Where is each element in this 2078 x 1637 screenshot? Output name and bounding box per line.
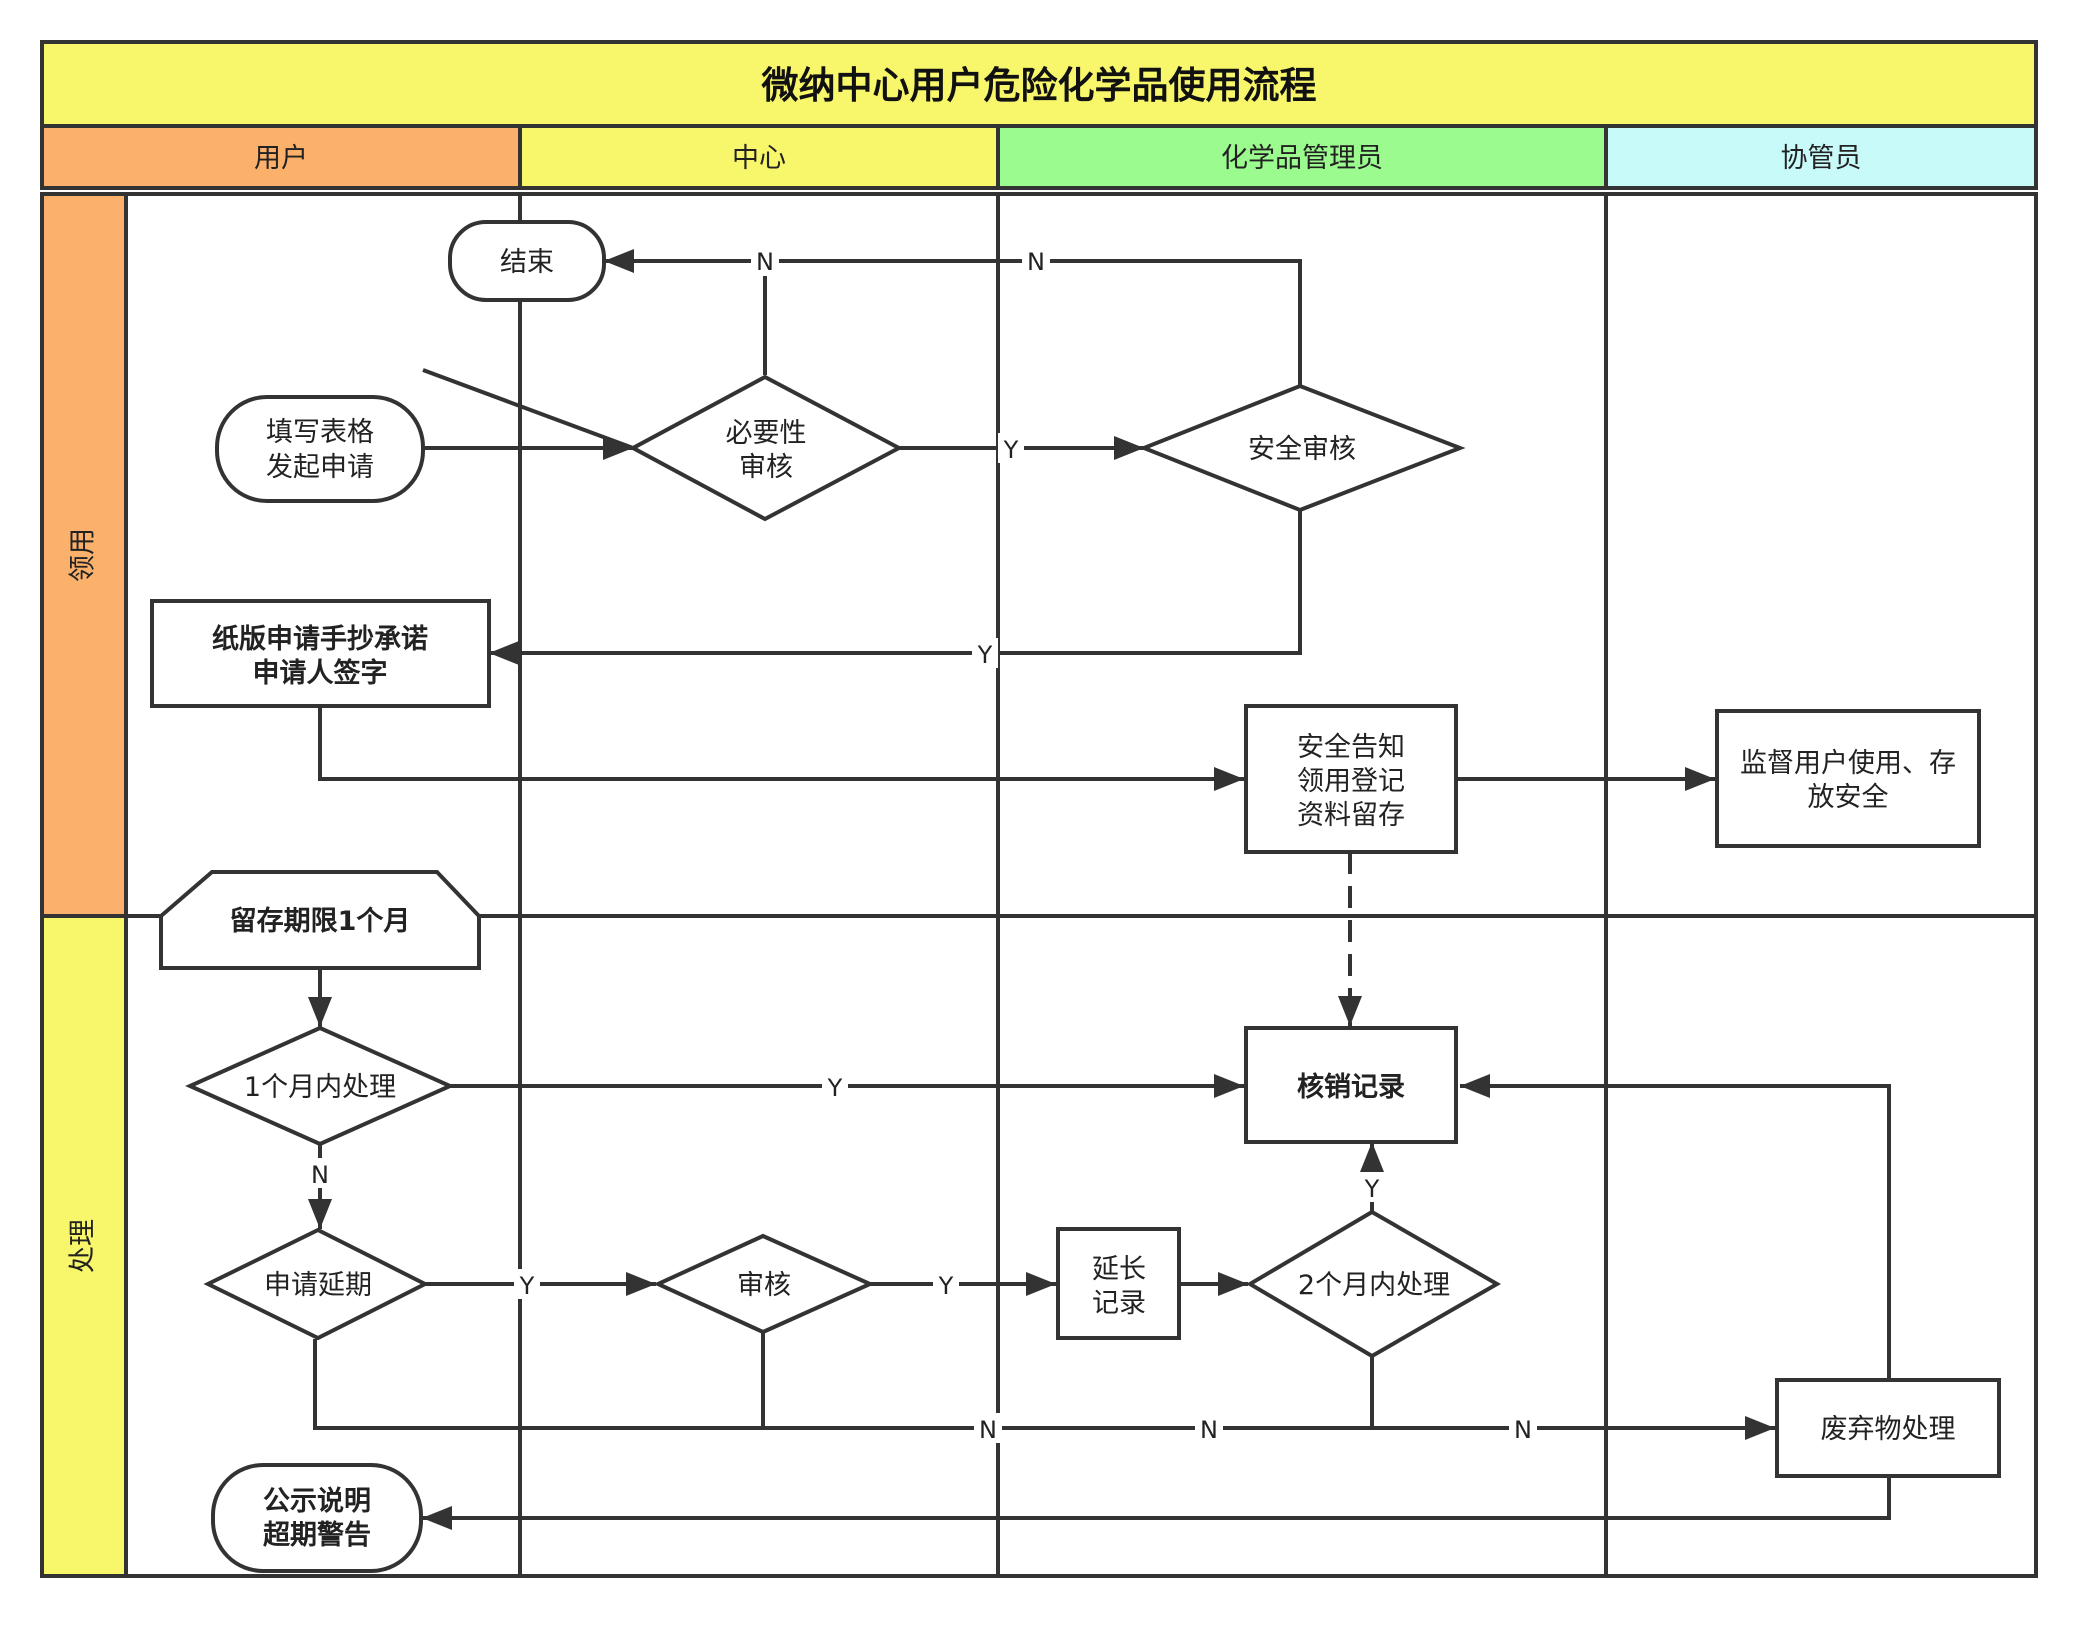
edge-label-yes: Y [827,1074,843,1102]
node-safety-notice-line-2: 领用登记 [1297,766,1405,797]
node-supervise-line-1: 监督用户使用、存 [1740,748,1956,779]
phase-band-dispose [40,914,128,1578]
node-end-label: 结束 [500,247,554,278]
edge-label-yes: Y [938,1272,954,1300]
lane-label-assistant: 协管员 [1781,143,1862,174]
edge-label-yes: Y [1364,1175,1380,1203]
node-public-notice: 公示说明 超期警告 [211,1463,423,1573]
swimlane-frame: 微纳中心用户危险化学品使用流程 用户 中心 化学品管理员 协管员 领用 处理 [40,40,2038,1578]
edge-labels: N N Y Y Y N Y Y Y N N N [306,246,1537,1444]
node-paper-application-line-1: 纸版申请手抄承诺 [212,623,428,655]
node-public-notice-line-2: 超期警告 [263,1520,371,1551]
connector-2months-no-to-waste [1370,1356,1775,1440]
connector-necessity-to-end [604,249,767,375]
edge-label-yes: Y [519,1272,535,1300]
node-end: 结束 [448,220,606,302]
connector-safety-to-end [765,259,1302,386]
node-safety-review-label: 安全审核 [1248,434,1356,465]
node-safety-notice-line-1: 安全告知 [1297,732,1405,763]
phase-label-collect: 领用 [68,528,99,582]
node-retention-limit-label: 留存期限1个月 [230,906,411,937]
node-paper-application-line-2: 申请人签字 [253,657,388,689]
lane-label-chem-admin: 化学品管理员 [1221,143,1383,174]
node-within-1-month-label: 1个月内处理 [244,1072,396,1103]
lane-label-center: 中心 [732,143,786,174]
node-fill-form-line-1: 填写表格 [266,417,374,448]
node-retention-limit: 留存期限1个月 [159,870,481,970]
node-safety-notice: 安全告知 领用登记 资料留存 [1244,704,1458,854]
node-necessity-review: 必要性 审核 [628,374,904,522]
node-within-2-months-label: 2个月内处理 [1298,1270,1450,1301]
node-extension-record-line-1: 延长 [1092,1254,1146,1285]
connector-paper-to-notice [318,706,1244,791]
node-fill-form: 填写表格 发起申请 [215,395,425,503]
edge-label-no: N [311,1161,329,1189]
node-within-2-months: 2个月内处理 [1246,1209,1502,1359]
content-area [124,192,2038,1578]
node-writeoff-record: 核销记录 [1244,1026,1458,1144]
title-bar [40,40,2038,128]
connectors [308,249,1891,1530]
lane-header-chem-admin [996,124,1608,190]
node-necessity-review-line-1: 必要性 [726,418,807,449]
edge-label-no: N [1200,1416,1218,1444]
edge-label-no: N [756,248,774,276]
connector-waste-to-notice [422,1476,1891,1530]
node-fill-form-line-2: 发起申请 [266,452,374,483]
lane-header-user [40,124,522,190]
node-review-label: 审核 [737,1270,791,1301]
node-extension-record: 延长 记录 [1056,1227,1181,1340]
node-extension-record-line-2: 记录 [1092,1288,1146,1319]
node-safety-notice-line-3: 资料留存 [1297,800,1405,831]
node-safety-review: 安全审核 [1138,383,1466,513]
edge-label-yes: Y [977,641,993,669]
phase-label-dispose: 处理 [68,1219,99,1273]
node-necessity-review-line-2: 审核 [739,452,793,483]
connector [422,368,634,450]
connector-safety-to-paper [489,509,1302,665]
edge-label-no: N [1514,1416,1532,1444]
diagram-title: 微纳中心用户危险化学品使用流程 [761,64,1317,107]
connector-extension-no [313,1339,1372,1430]
node-paper-application: 纸版申请手抄承诺 申请人签字 [150,599,491,708]
lane-header-assistant [1604,124,2038,190]
lane-label-user: 用户 [254,143,308,174]
node-within-1-month: 1个月内处理 [185,1025,455,1147]
node-public-notice-line-1: 公示说明 [263,1486,371,1517]
node-writeoff-record-label: 核销记录 [1297,1071,1405,1103]
lane-header-center [518,124,1000,190]
node-apply-extension-label: 申请延期 [264,1270,372,1301]
connector-waste-to-writeoff [1460,1074,1891,1380]
node-supervise: 监督用户使用、存 放安全 [1715,709,1981,848]
node-supervise-line-2: 放安全 [1808,782,1889,813]
node-review: 审核 [653,1233,875,1335]
edge-label-yes: Y [1003,436,1019,464]
node-waste-disposal-label: 废弃物处理 [1821,1414,1956,1445]
node-apply-extension: 申请延期 [203,1227,430,1341]
edge-label-no: N [1027,248,1045,276]
node-waste-disposal: 废弃物处理 [1775,1378,2001,1478]
edge-label-no: N [979,1416,997,1444]
